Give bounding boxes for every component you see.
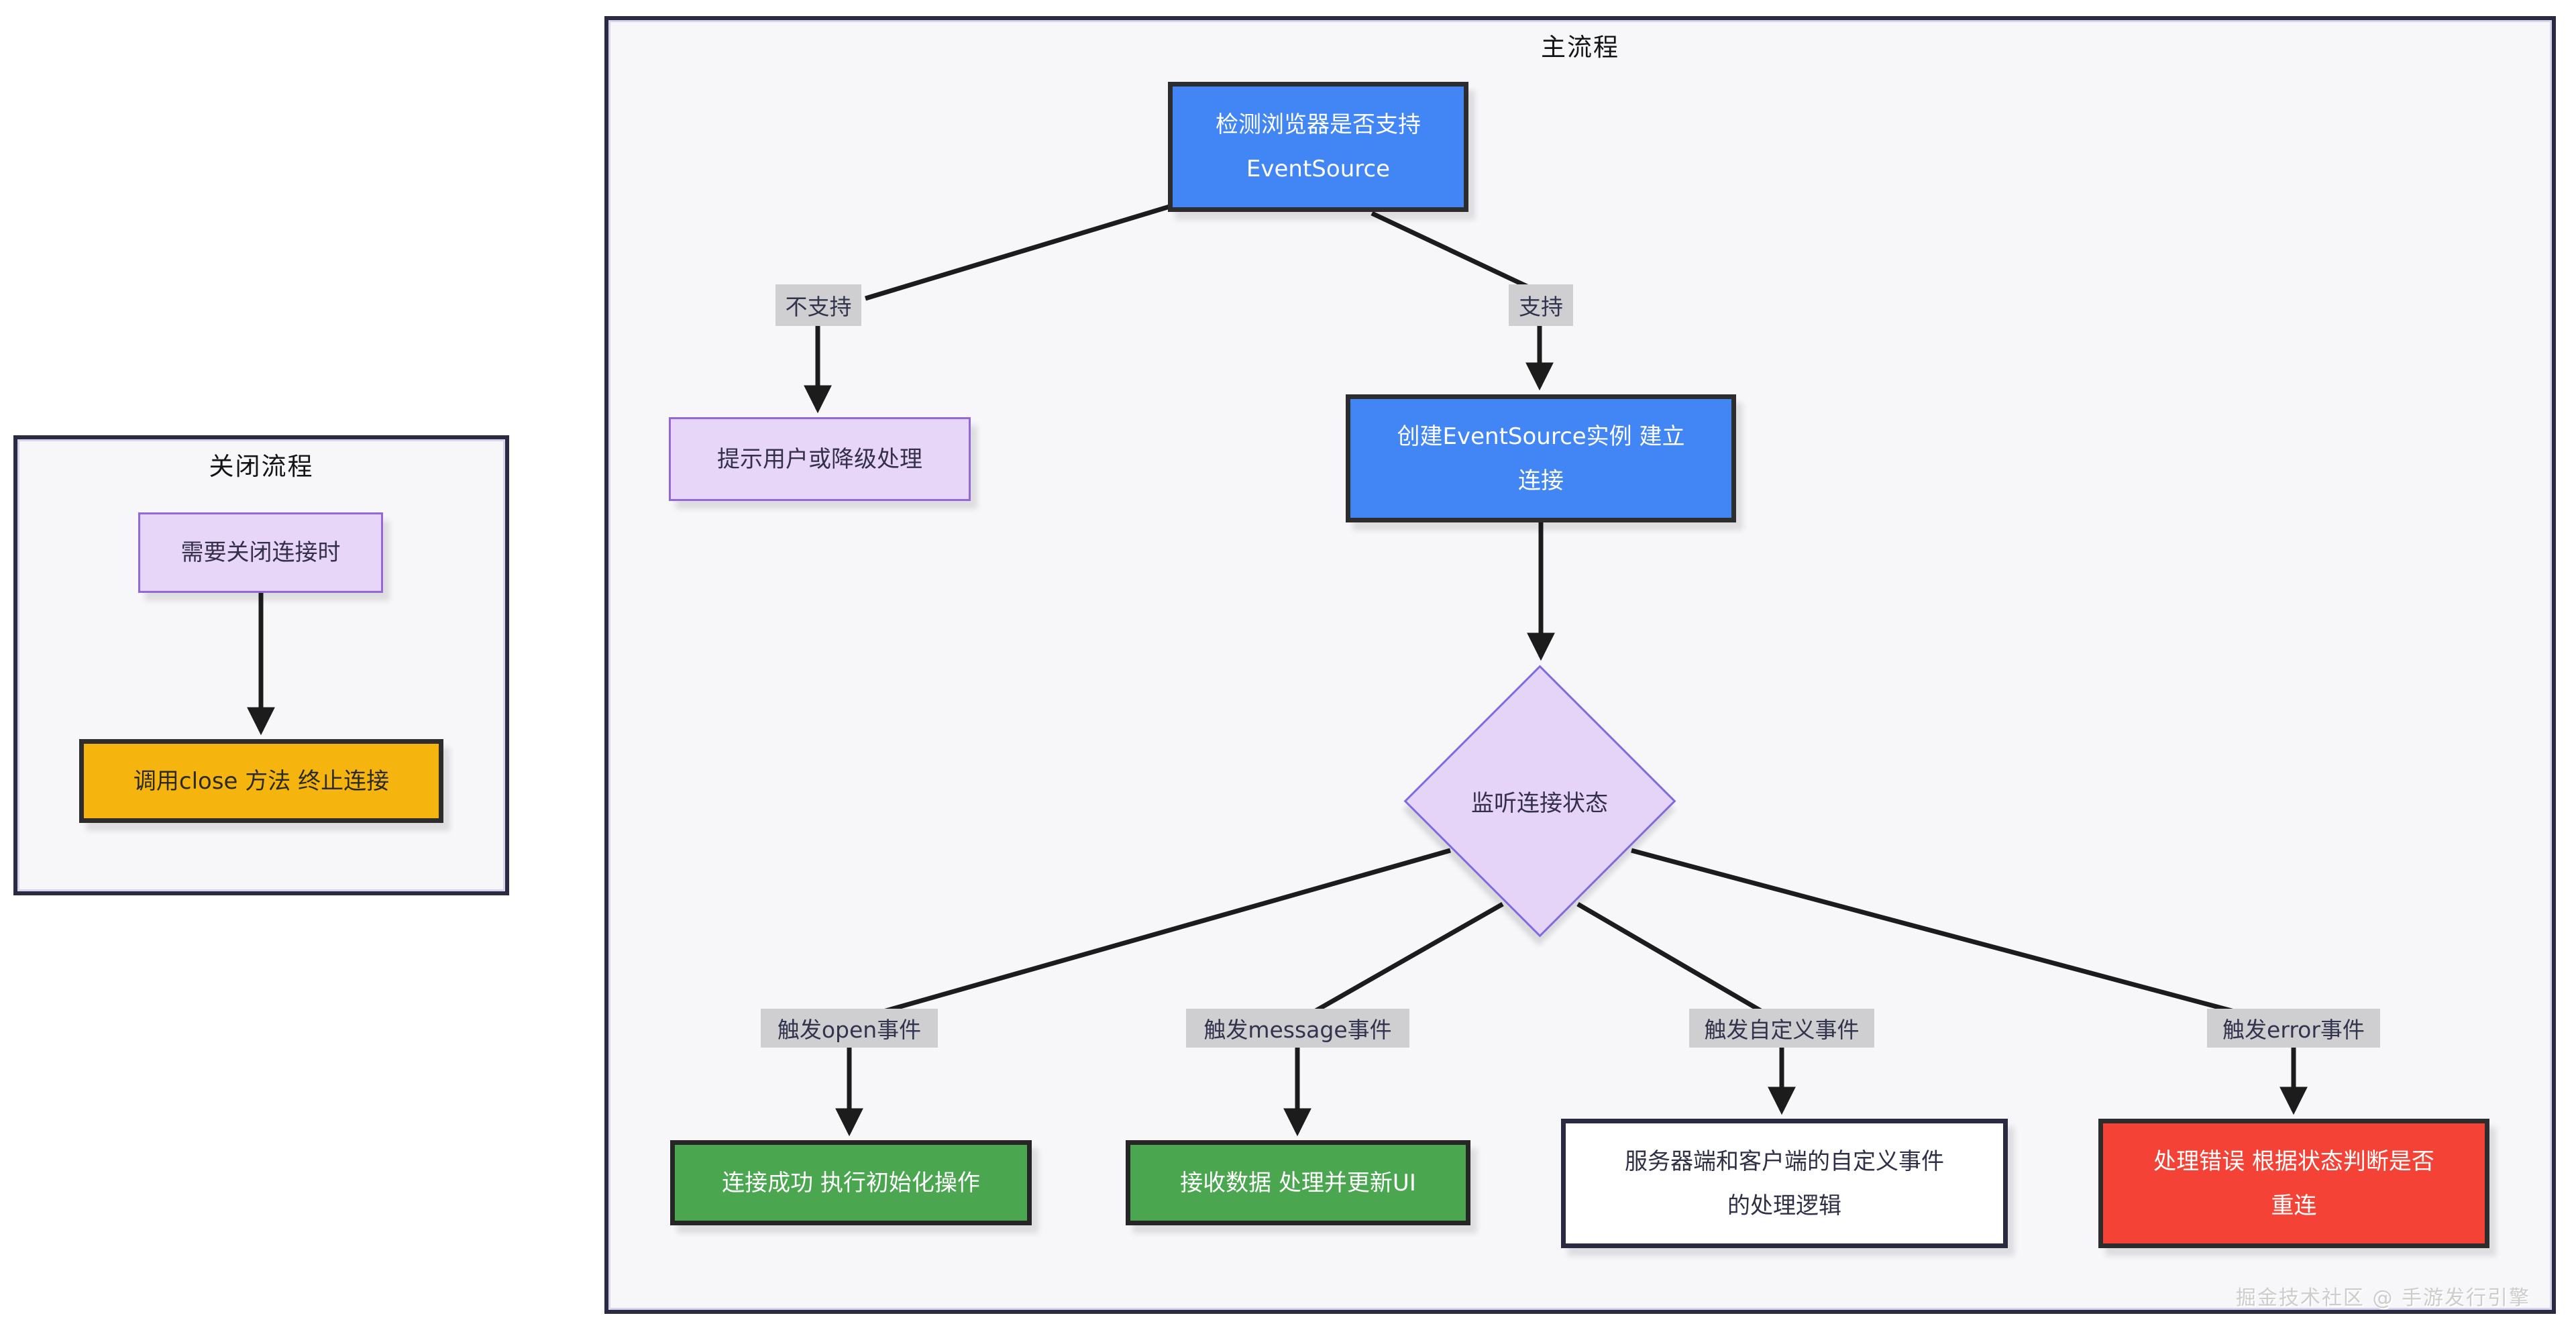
subgraph-close-flow: 关闭流程	[13, 435, 509, 895]
node-fallback: 提示用户或降级处理	[669, 417, 971, 501]
edge-label-custom: 触发自定义事件	[1689, 1009, 1874, 1048]
main-flow-title: 主流程	[1541, 33, 1619, 62]
node-browser-check: 检测浏览器是否支持 EventSource	[1168, 82, 1468, 212]
node-custom-handler-line2: 的处理逻辑	[1727, 1192, 1841, 1219]
edge-label-message: 触发message事件	[1186, 1009, 1409, 1048]
node-message-handler: 接收数据 处理并更新UI	[1126, 1140, 1470, 1225]
node-message-handler-text: 接收数据 处理并更新UI	[1180, 1169, 1416, 1196]
edge-label-error: 触发error事件	[2207, 1009, 2380, 1048]
node-browser-check-line2: EventSource	[1246, 156, 1391, 182]
node-open-handler: 连接成功 执行初始化操作	[670, 1140, 1032, 1225]
node-error-handler-line1: 处理错误 根据状态判断是否	[2153, 1148, 2434, 1175]
node-error-handler-line2: 重连	[2271, 1192, 2317, 1219]
node-call-close-text: 调用close 方法 终止连接	[133, 767, 390, 795]
node-need-close: 需要关闭连接时	[138, 512, 383, 593]
edge-label-unsupported: 不支持	[775, 284, 861, 326]
node-error-handler: 处理错误 根据状态判断是否 重连	[2098, 1119, 2489, 1248]
node-listen-state: 监听连接状态	[1403, 665, 1676, 937]
watermark-text: 掘金技术社区 @ 手游发行引擎	[2235, 1286, 2530, 1310]
node-need-close-text: 需要关闭连接时	[180, 539, 341, 566]
node-fallback-text: 提示用户或降级处理	[717, 445, 922, 473]
node-browser-check-line1: 检测浏览器是否支持	[1216, 111, 1421, 138]
node-create-instance-line2: 连接	[1518, 467, 1564, 494]
close-flow-title: 关闭流程	[209, 452, 314, 481]
edge-label-open: 触发open事件	[761, 1009, 938, 1048]
node-call-close: 调用close 方法 终止连接	[79, 739, 443, 823]
node-custom-handler: 服务器端和客户端的自定义事件 的处理逻辑	[1561, 1119, 2008, 1248]
node-custom-handler-line1: 服务器端和客户端的自定义事件	[1625, 1148, 1944, 1175]
node-create-instance: 创建EventSource实例 建立 连接	[1346, 394, 1736, 522]
node-listen-state-text: 监听连接状态	[1471, 789, 1608, 817]
node-create-instance-line1: 创建EventSource实例 建立	[1397, 423, 1685, 450]
edge-label-supported: 支持	[1509, 284, 1573, 326]
node-open-handler-text: 连接成功 执行初始化操作	[722, 1169, 980, 1196]
